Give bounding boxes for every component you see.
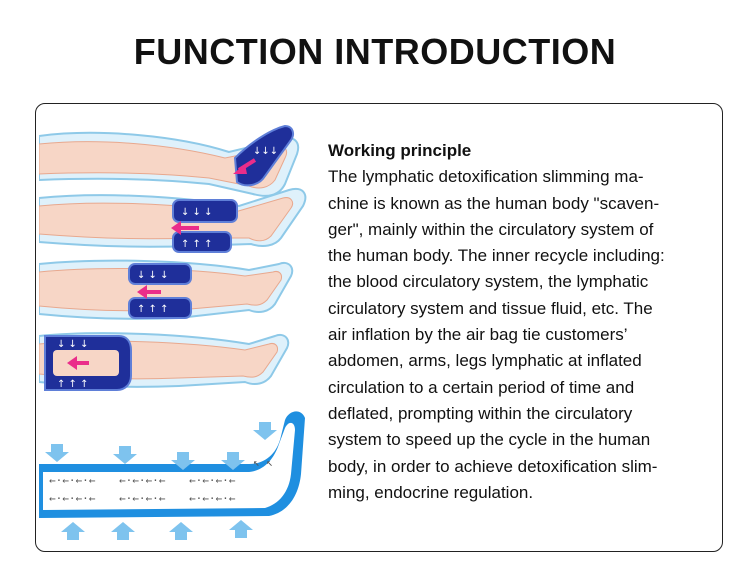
svg-text:↓ ↓ ↓: ↓ ↓ ↓	[57, 339, 89, 350]
compression-sequence-illustration: ↓↓↓ ↓ ↓ ↓ ↑ ↑ ↑ ↓ ↓ ↓ ↑ ↑ ↑	[39, 124, 307, 540]
svg-text:←·←·←·←: ←·←·←·←	[189, 474, 236, 487]
text-line: air inflation by the air bag tie custome…	[328, 325, 628, 345]
svg-text:↑ ↑ ↑: ↑ ↑ ↑	[57, 379, 89, 390]
svg-text:←·←·←·←: ←·←·←·←	[49, 474, 96, 487]
text-line: circulation to a certain period of time …	[328, 377, 635, 397]
text-line: deflated, prompting within the circulato…	[328, 403, 633, 423]
calf-chamber-bottom	[172, 231, 232, 253]
leg-stage-4: ↓ ↓ ↓ ↑ ↑ ↑	[39, 332, 290, 391]
flow-arrows-down	[45, 422, 277, 470]
svg-text:←·←·←·←: ←·←·←·←	[119, 492, 166, 505]
function-panel: ↓↓↓ ↓ ↓ ↓ ↑ ↑ ↑ ↓ ↓ ↓ ↑ ↑ ↑	[35, 103, 723, 552]
text-line: the human body. The inner recycle includ…	[328, 246, 665, 266]
text-line: ger", mainly within the circulatory syst…	[328, 219, 654, 239]
svg-text:↓ ↓ ↓: ↓ ↓ ↓	[181, 207, 213, 218]
thigh-chamber-bottom	[128, 297, 192, 319]
text-line: The lymphatic detoxification slimming ma…	[328, 167, 644, 187]
text-line: abdomen, arms, legs lymphatic at inflate…	[328, 351, 642, 371]
svg-text:↓↓↓: ↓↓↓	[253, 146, 278, 157]
text-line: ming, endocrine regulation.	[328, 482, 534, 502]
leg-stage-2: ↓ ↓ ↓ ↑ ↑ ↑	[39, 188, 307, 253]
working-principle-text: Working principle The lymphatic detoxifi…	[328, 138, 720, 506]
leg-stage-1: ↓↓↓	[39, 124, 299, 197]
svg-text:←·←·←·←: ←·←·←·←	[119, 474, 166, 487]
svg-text:↑ ↑ ↑: ↑ ↑ ↑	[181, 239, 213, 250]
svg-text:↓ ↓ ↓: ↓ ↓ ↓	[137, 270, 169, 281]
calf-chamber-top	[172, 199, 238, 223]
leg-stage-3: ↓ ↓ ↓ ↑ ↑ ↑	[39, 259, 294, 320]
svg-text:←·←·←·←: ←·←·←·←	[49, 492, 96, 505]
svg-text:↑ ↑ ↑: ↑ ↑ ↑	[137, 304, 169, 315]
thigh-chamber-top	[128, 263, 192, 285]
section-heading: Working principle	[328, 141, 472, 160]
text-line: chine is known as the human body "scaven…	[328, 193, 660, 213]
text-line: the blood circulatory system, the lympha…	[328, 272, 649, 292]
flow-arrows-up	[61, 520, 253, 540]
text-line: circulatory system and tissue fluid, etc…	[328, 298, 653, 318]
text-line: system to speed up the cycle in the huma…	[328, 430, 651, 450]
svg-text:↖ ↖: ↖ ↖	[253, 456, 273, 469]
circulation-flow-diagram: ←·←·←·← ←·←·←·← ←·←·←·← ←·←·←·← ←·←·←·← …	[39, 411, 305, 540]
text-line: body, in order to achieve detoxification…	[328, 456, 658, 476]
svg-text:←·←·←·←: ←·←·←·←	[189, 492, 236, 505]
foot-chamber	[233, 124, 294, 187]
page-title: FUNCTION INTRODUCTION	[133, 31, 617, 72]
